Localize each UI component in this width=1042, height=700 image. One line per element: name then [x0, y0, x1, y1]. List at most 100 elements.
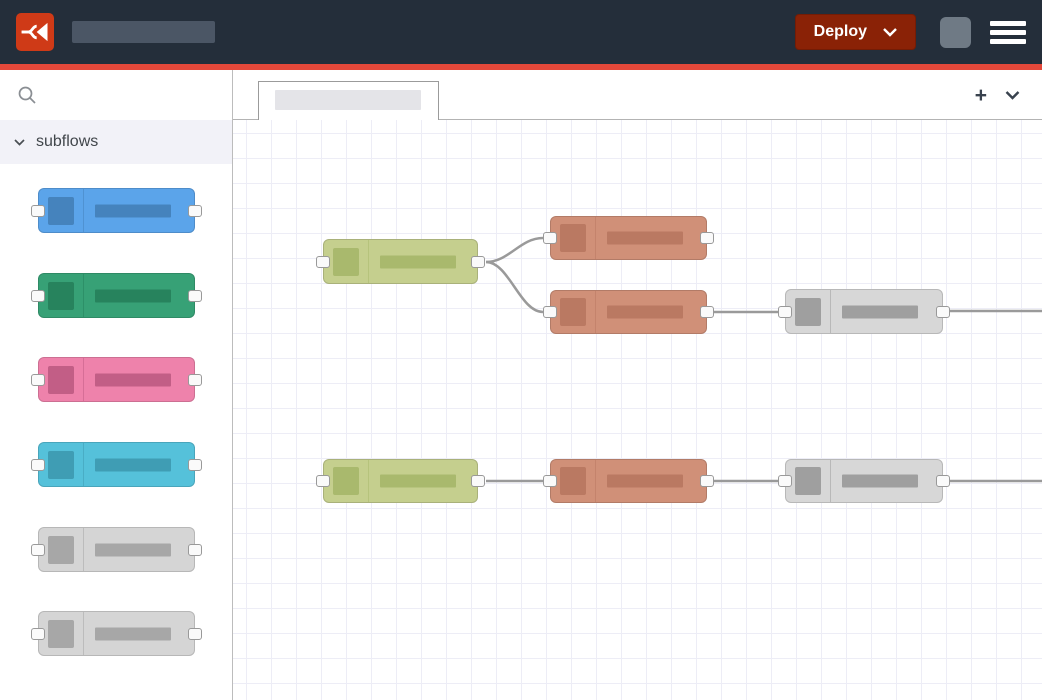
node-icon	[560, 298, 586, 326]
chevron-down-icon	[14, 139, 25, 146]
palette-node-gray-2[interactable]	[38, 611, 195, 656]
node-label-placeholder	[95, 627, 171, 640]
node-icon	[48, 366, 74, 394]
node-icon-divider	[368, 240, 369, 283]
flow-canvas[interactable]	[233, 120, 1042, 700]
flow-tab-active[interactable]	[258, 81, 439, 121]
palette-node-green[interactable]	[38, 273, 195, 318]
palette-search[interactable]	[0, 70, 232, 120]
wire[interactable]	[486, 262, 543, 312]
node-icon	[333, 248, 359, 276]
flow-node-salmon-1[interactable]	[550, 216, 707, 260]
node-label-placeholder	[95, 458, 171, 471]
palette-node-gray-1[interactable]	[38, 527, 195, 572]
palette-node-teal[interactable]	[38, 442, 195, 487]
node-output-port[interactable]	[700, 475, 714, 487]
node-label-placeholder	[842, 305, 918, 318]
flow-tabbar: +	[233, 70, 1042, 120]
node-icon	[560, 467, 586, 495]
tab-list-chevron-down-icon[interactable]	[1005, 91, 1020, 100]
node-icon-divider	[83, 443, 84, 486]
node-icon	[560, 224, 586, 252]
node-icon	[795, 467, 821, 495]
node-output-port[interactable]	[188, 205, 202, 217]
node-input-port[interactable]	[543, 475, 557, 487]
node-label-placeholder	[842, 475, 918, 488]
node-output-port[interactable]	[700, 306, 714, 318]
node-icon-divider	[830, 290, 831, 333]
node-output-port[interactable]	[471, 256, 485, 268]
deploy-chevron-down-icon[interactable]	[883, 28, 897, 37]
node-input-port[interactable]	[31, 290, 45, 302]
add-flow-button[interactable]: +	[975, 85, 987, 106]
flow-node-gray-2[interactable]	[785, 459, 943, 503]
node-icon	[795, 298, 821, 326]
node-icon-divider	[595, 291, 596, 333]
redacted-title-block	[72, 21, 215, 43]
node-input-port[interactable]	[543, 306, 557, 318]
palette-section-label: subflows	[36, 133, 98, 151]
node-output-port[interactable]	[188, 374, 202, 386]
flow-node-olive-2[interactable]	[323, 459, 478, 503]
node-label-placeholder	[607, 306, 683, 319]
node-label-placeholder	[380, 255, 456, 268]
header: Deploy	[0, 0, 1042, 64]
node-icon	[48, 282, 74, 310]
palette-node-blue[interactable]	[38, 188, 195, 233]
deploy-button[interactable]: Deploy	[795, 14, 916, 50]
deploy-label: Deploy	[814, 23, 867, 41]
tab-label-placeholder	[275, 90, 421, 110]
node-icon-divider	[83, 528, 84, 571]
node-label-placeholder	[380, 475, 456, 488]
node-output-port[interactable]	[936, 306, 950, 318]
node-icon-divider	[83, 358, 84, 401]
node-input-port[interactable]	[31, 459, 45, 471]
flow-node-salmon-3[interactable]	[550, 459, 707, 503]
palette-sidebar: subflows	[0, 70, 233, 700]
node-icon-divider	[83, 189, 84, 232]
node-output-port[interactable]	[188, 544, 202, 556]
node-output-port[interactable]	[700, 232, 714, 244]
node-red-logo-icon	[16, 13, 54, 51]
palette-section-subflows[interactable]: subflows	[0, 120, 232, 164]
node-output-port[interactable]	[188, 628, 202, 640]
node-label-placeholder	[95, 543, 171, 556]
node-input-port[interactable]	[31, 374, 45, 386]
flow-node-olive-1[interactable]	[323, 239, 478, 284]
node-label-placeholder	[95, 373, 171, 386]
node-label-placeholder	[607, 232, 683, 245]
node-icon	[48, 197, 74, 225]
node-input-port[interactable]	[31, 544, 45, 556]
wires-layer	[233, 120, 1042, 700]
node-icon-divider	[830, 460, 831, 502]
search-icon	[18, 86, 37, 105]
node-input-port[interactable]	[316, 475, 330, 487]
node-output-port[interactable]	[188, 459, 202, 471]
wire[interactable]	[486, 238, 543, 262]
node-icon-divider	[83, 274, 84, 317]
node-input-port[interactable]	[778, 306, 792, 318]
palette-list	[0, 164, 232, 700]
node-output-port[interactable]	[188, 290, 202, 302]
node-label-placeholder	[95, 204, 171, 217]
node-input-port[interactable]	[778, 475, 792, 487]
node-icon-divider	[368, 460, 369, 502]
hamburger-menu-icon[interactable]	[990, 21, 1026, 44]
node-icon-divider	[83, 612, 84, 655]
node-output-port[interactable]	[471, 475, 485, 487]
node-input-port[interactable]	[316, 256, 330, 268]
node-label-placeholder	[95, 289, 171, 302]
palette-node-pink[interactable]	[38, 357, 195, 402]
node-icon	[48, 620, 74, 648]
node-label-placeholder	[607, 475, 683, 488]
node-input-port[interactable]	[543, 232, 557, 244]
flow-node-gray-1[interactable]	[785, 289, 943, 334]
node-icon	[48, 451, 74, 479]
node-input-port[interactable]	[31, 628, 45, 640]
flow-node-salmon-2[interactable]	[550, 290, 707, 334]
node-input-port[interactable]	[31, 205, 45, 217]
node-icon	[48, 536, 74, 564]
node-red-glyph	[20, 17, 50, 47]
node-output-port[interactable]	[936, 475, 950, 487]
user-avatar[interactable]	[940, 17, 971, 48]
